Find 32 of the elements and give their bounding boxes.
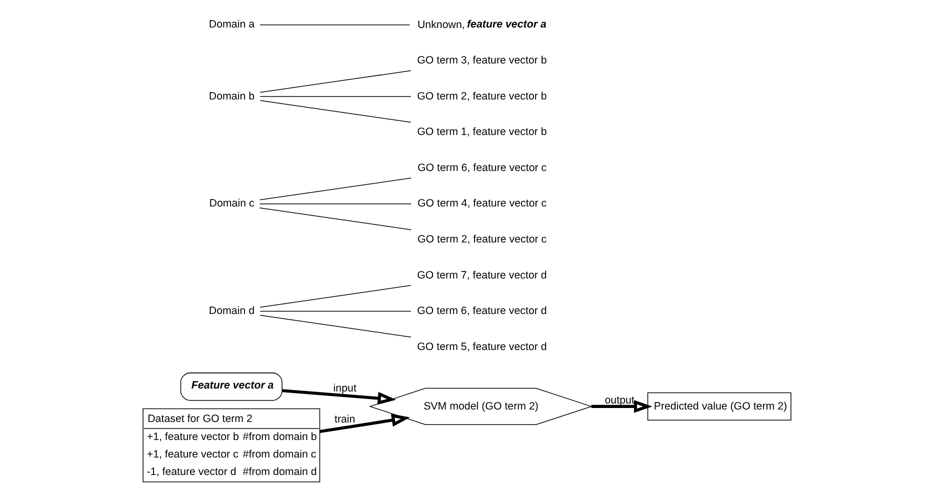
connector bbox=[259, 96, 411, 97]
node-text: GO term 2, feature vector b bbox=[416, 90, 546, 102]
connector bbox=[258, 203, 412, 204]
connector bbox=[259, 310, 411, 312]
connector bbox=[258, 178, 412, 200]
edge-label: output bbox=[604, 394, 634, 407]
node-text: Unknown, feature vector a bbox=[416, 18, 546, 32]
node-text: GO term 4, feature vector c bbox=[416, 198, 546, 210]
node-text: Domain b bbox=[208, 90, 254, 102]
node-text: GO term 3, feature vector b bbox=[416, 54, 546, 66]
node-text: GO term 1, feature vector b bbox=[416, 126, 546, 138]
connector bbox=[259, 285, 411, 308]
edge-label: input bbox=[332, 382, 356, 394]
node-text: GO term 6, feature vector d bbox=[416, 305, 546, 318]
node-text: Domain c bbox=[208, 198, 254, 210]
connector bbox=[258, 207, 412, 230]
connector bbox=[259, 24, 410, 26]
node-text: GO term 5, feature vector d bbox=[416, 340, 546, 353]
arrow bbox=[319, 414, 410, 434]
arrow bbox=[282, 389, 396, 405]
connector bbox=[259, 70, 411, 93]
node-text: GO term 6, feature vector c bbox=[416, 162, 546, 174]
node-text: GO term 7, feature vector d bbox=[416, 269, 546, 282]
connector bbox=[259, 100, 411, 123]
node-text: GO term 2, feature vector c bbox=[416, 233, 546, 246]
node-box: Feature vector a bbox=[180, 372, 282, 401]
arrow bbox=[590, 400, 652, 413]
connector bbox=[259, 314, 411, 338]
edge-label: train bbox=[334, 414, 355, 426]
node-text: Domain a bbox=[208, 18, 254, 31]
node-text: Domain d bbox=[208, 305, 254, 318]
node-box: Predicted value (GO term 2) bbox=[646, 392, 791, 421]
